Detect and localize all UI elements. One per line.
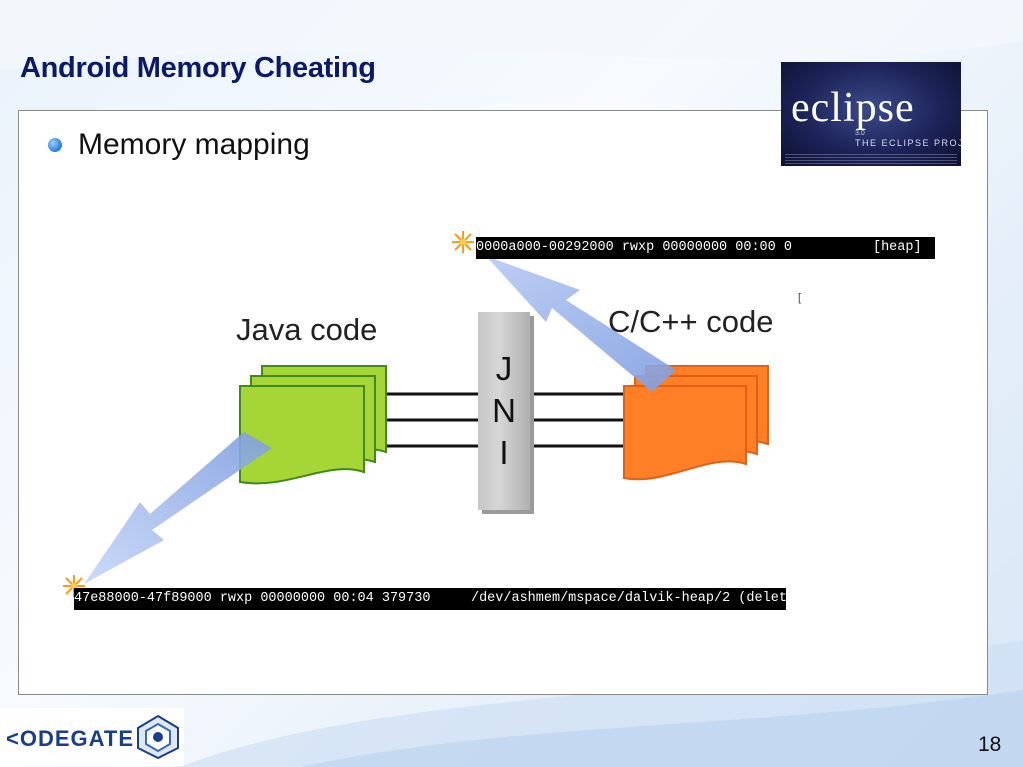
bullet-text: Memory mapping [78,128,310,161]
bracket-mark: [ [798,292,802,304]
codegate-emblem-icon [137,714,179,760]
bullet-item: Memory mapping [48,128,310,162]
jni-bar: J N I [478,312,530,510]
eclipse-logo-subtitle: THE ECLIPSE PROJE [855,138,961,148]
bullet-dot-icon [48,138,62,152]
jni-letter-j: J [495,350,513,387]
c-code-label: C/C++ code [608,304,774,339]
eclipse-logo-fineprint [785,154,957,164]
eclipse-logo: eclipse 3.0 THE ECLIPSE PROJE [781,62,961,166]
arrow-to-heap [486,256,676,392]
eclipse-logo-word: eclipse [791,85,915,131]
codegate-logo-text: <ODEGATE [6,726,135,751]
slide-title: Android Memory Cheating [20,52,376,84]
eclipse-logo-version: 3.0 [855,130,865,137]
java-code-documents [239,365,387,485]
page-number: 18 [978,733,1002,756]
java-code-label: Java code [236,312,378,347]
codegate-logo: <ODEGATE [0,708,184,766]
jni-letter-n: N [492,392,516,429]
jni-letter-i: I [499,434,509,471]
dalvik-heap-mapping-line: 47e88000-47f89000 rwxp 00000000 00:04 37… [74,588,786,610]
c-code-documents [623,365,769,481]
heap-mapping-line: 0000a000-00292000 rwxp 00000000 00:00 0 … [476,237,935,259]
arrow-to-dalvik-heap [84,432,272,584]
starburst-icon [452,231,474,253]
